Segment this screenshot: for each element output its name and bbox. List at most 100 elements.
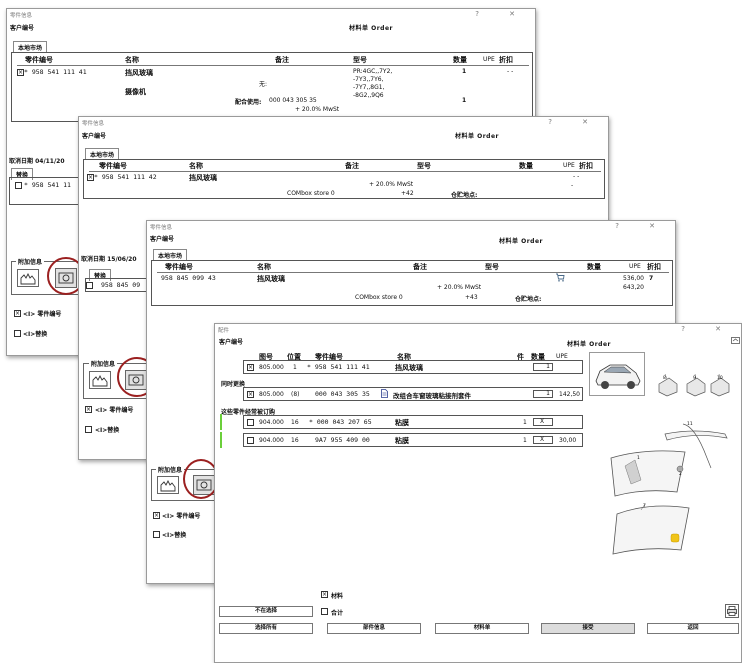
part-info-button[interactable]: 部件信息 <box>327 623 421 634</box>
price-value-2: 643,20 <box>623 284 644 291</box>
col-discount: 折扣 <box>499 56 513 64</box>
material-checkbox[interactable]: × <box>321 591 328 598</box>
often-row-1-checkbox[interactable] <box>247 419 254 426</box>
title-bar: 配件 ? ✕ <box>215 324 741 334</box>
header-divider <box>89 171 601 172</box>
often-row-2-part: 9A7 955 409 00 <box>315 436 370 444</box>
vehicle-thumbnail[interactable] <box>589 352 645 396</box>
replace-option: <I>替换 <box>23 331 48 338</box>
col-position: 位置 <box>287 353 301 361</box>
customer-label: 客户编号 <box>10 25 35 32</box>
part-no-option: <I> 零件编号 <box>162 513 201 520</box>
often-row-1-part: * 000 043 207 65 <box>309 418 372 426</box>
together-checkbox[interactable]: × <box>247 391 254 398</box>
green-marker <box>220 432 222 448</box>
replace-part: 958 845 09 <box>101 281 141 289</box>
part-no-checkbox[interactable]: × <box>153 512 160 519</box>
part-no-checkbox[interactable]: × <box>85 406 92 413</box>
header-divider <box>157 272 669 273</box>
order-label: 材料单 Order <box>567 341 611 348</box>
print-button[interactable] <box>725 604 739 618</box>
often-ordered-label: 这些零件经常被订购 <box>221 409 276 416</box>
replace-checkbox[interactable] <box>86 282 93 289</box>
window-controls[interactable]: ? ✕ <box>681 325 735 333</box>
hand-icon-button[interactable] <box>17 269 39 287</box>
window-title: 配件 <box>218 328 230 334</box>
green-marker <box>220 414 222 430</box>
hand-icon <box>92 374 108 387</box>
model-line-2: -7Y3,,7Y6, <box>353 76 384 83</box>
not-selected-button[interactable]: 不在选择 <box>219 606 313 617</box>
cart-icon[interactable] <box>555 273 565 282</box>
order-label: 材料单 Order <box>455 133 499 140</box>
window-controls[interactable]: ? ✕ <box>475 10 529 18</box>
replace-option-checkbox[interactable] <box>14 330 21 337</box>
col-qty: 数量 <box>519 162 533 170</box>
col-upe: UPE <box>483 56 495 63</box>
together-qty-input[interactable]: 1 <box>533 390 553 398</box>
model-line-3: -7Y7,,8G1, <box>353 84 385 91</box>
export-icon[interactable] <box>731 336 740 345</box>
main-illustration: 805.000 <box>259 364 284 371</box>
row-checkbox[interactable]: × <box>17 69 24 76</box>
hand-icon-button[interactable] <box>89 371 111 389</box>
cancel-date: 取消日期 04/11/20 <box>9 158 65 165</box>
col-part-no: 零件编号 <box>99 162 127 170</box>
part-no-option: <I> 零件编号 <box>95 407 134 414</box>
discount-value: 7 <box>649 275 654 282</box>
document-icon[interactable] <box>381 389 388 398</box>
window-controls[interactable]: ? ✕ <box>548 118 602 126</box>
fit-qty: 1 <box>462 97 467 104</box>
often-row-2-name: 粘膜 <box>395 437 409 445</box>
hand-icon <box>20 272 36 285</box>
often-row-1-qty[interactable]: X <box>533 418 553 426</box>
col-part-no: 零件编号 <box>165 263 193 271</box>
replace-option: <I>替换 <box>162 532 187 539</box>
tab-local-market[interactable]: 本地市场 <box>85 148 120 160</box>
main-row-checkbox[interactable]: × <box>247 364 254 371</box>
cancel-date: 取消日期 15/06/20 <box>81 256 137 263</box>
accessories-window: 配件 ? ✕ 客户编号 材料单 Order 图号 位置 零件编号 名称 件 数量… <box>214 323 742 663</box>
main-qty-input[interactable]: 1 <box>533 363 553 371</box>
store-location-label: 仓贮地点: <box>515 296 542 303</box>
back-button[interactable]: 返回 <box>647 623 739 634</box>
row-checkbox[interactable]: × <box>87 174 94 181</box>
material-list-button[interactable]: 材料单 <box>435 623 529 634</box>
col-name: 名称 <box>397 353 411 361</box>
col-pieces: 件 <box>517 353 524 361</box>
order-label: 材料单 Order <box>499 238 543 245</box>
replace-option: <I>替换 <box>95 427 120 434</box>
often-row-2-checkbox[interactable] <box>247 437 254 444</box>
hand-icon-button[interactable] <box>157 476 179 494</box>
tab-local-market[interactable]: 本地市场 <box>13 41 48 53</box>
part-name: 挡风玻璃 <box>257 275 285 283</box>
part-number: * 958 541 111 42 <box>94 173 157 181</box>
replace-together-label: 同时更换 <box>221 381 246 388</box>
accept-button[interactable]: 接受 <box>541 623 635 634</box>
col-model: 型号 <box>353 56 367 64</box>
often-row-1-illustration: 904.000 <box>259 419 284 426</box>
replace-option-checkbox[interactable] <box>85 426 92 433</box>
replace-part: * 958 541 11 <box>24 181 71 189</box>
parts-table <box>151 260 673 306</box>
windshield-diagram <box>610 373 730 555</box>
addl-info-label: 附加信息 <box>156 465 185 474</box>
replace-option-checkbox[interactable] <box>153 531 160 538</box>
diagram-label-11: 11 <box>687 422 693 427</box>
title-bar: 零件信息 ? ✕ <box>79 117 608 127</box>
often-row-1-position: 16 <box>291 419 299 426</box>
replace-checkbox[interactable] <box>15 182 22 189</box>
total-label: 合计 <box>331 610 344 617</box>
often-row-1-pieces: 1 <box>523 419 527 426</box>
diagram-label-7: 7 <box>643 504 646 509</box>
tax-label: + 20.0% MwSt <box>369 181 414 188</box>
col-upe: UPE <box>556 353 568 360</box>
fit-label: 配合使用: <box>235 99 262 106</box>
total-checkbox[interactable] <box>321 608 328 615</box>
part-no-checkbox[interactable]: × <box>14 310 21 317</box>
select-all-button[interactable]: 选择所有 <box>219 623 313 634</box>
window-controls[interactable]: ? ✕ <box>615 222 669 230</box>
tab-local-market[interactable]: 本地市场 <box>153 249 188 261</box>
often-row-2-qty[interactable]: X <box>533 436 553 444</box>
qty-value: 1 <box>462 68 467 75</box>
